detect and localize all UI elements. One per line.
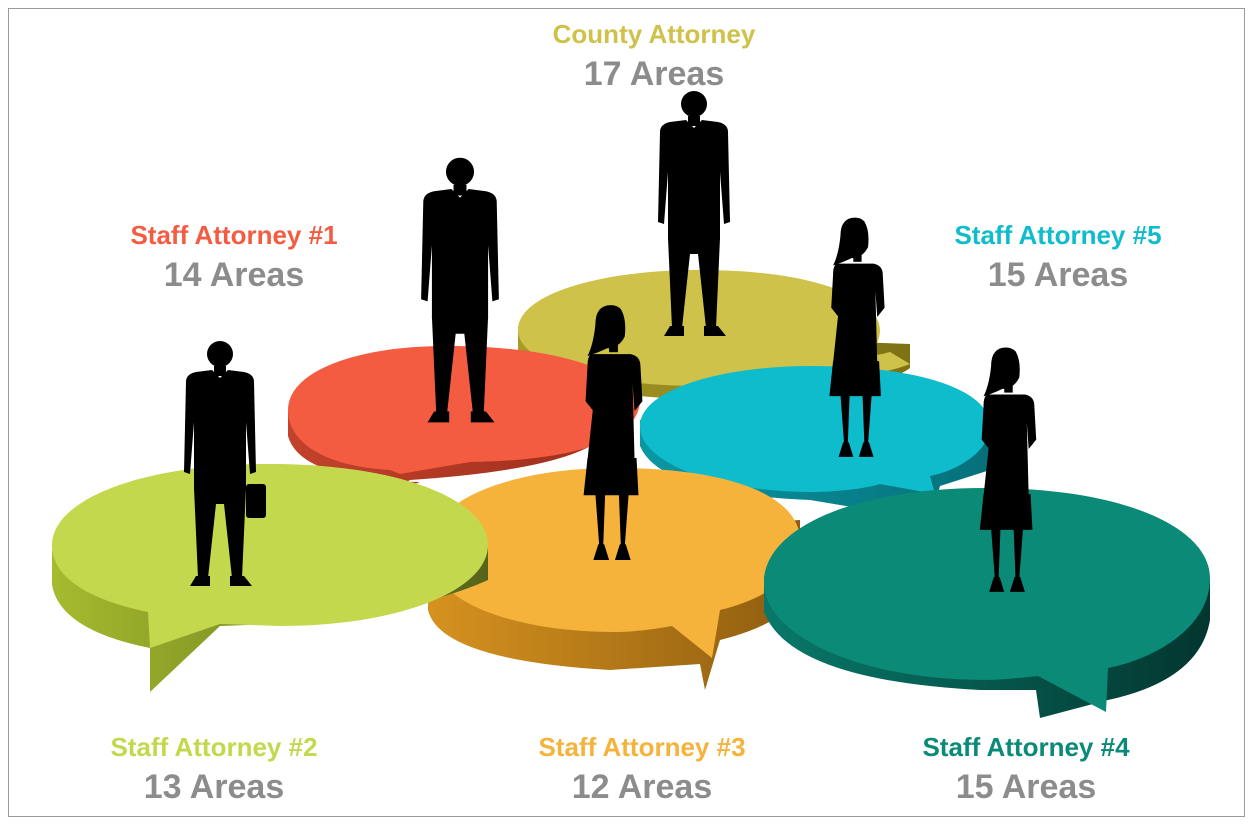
bubble-staff-attorney-4 xyxy=(764,488,1210,718)
role-title: County Attorney xyxy=(552,19,756,49)
role-title: Staff Attorney #3 xyxy=(538,732,746,762)
area-count: 15 Areas xyxy=(987,256,1129,294)
role-title: Staff Attorney #1 xyxy=(130,220,338,250)
area-count: 12 Areas xyxy=(571,768,713,806)
area-count: 15 Areas xyxy=(955,768,1097,806)
label-staff-attorney-3: Staff Attorney #3 12 Areas xyxy=(482,734,802,804)
area-count: 13 Areas xyxy=(143,768,285,806)
label-staff-attorney-2: Staff Attorney #2 13 Areas xyxy=(54,734,374,804)
role-title: Staff Attorney #5 xyxy=(954,220,1162,250)
diagram-frame xyxy=(8,8,1245,817)
label-staff-attorney-5: Staff Attorney #5 15 Areas xyxy=(898,222,1218,292)
area-count: 17 Areas xyxy=(583,55,725,93)
label-county-attorney: County Attorney 17 Areas xyxy=(494,21,814,91)
label-staff-attorney-4: Staff Attorney #4 15 Areas xyxy=(866,734,1186,804)
label-staff-attorney-1: Staff Attorney #1 14 Areas xyxy=(74,222,394,292)
bubble-staff-attorney-2 xyxy=(52,464,488,692)
bubble-staff-attorney-3 xyxy=(428,468,800,690)
area-count: 14 Areas xyxy=(163,256,305,294)
briefcase-icon xyxy=(246,484,266,518)
role-title: Staff Attorney #4 xyxy=(922,732,1130,762)
role-title: Staff Attorney #2 xyxy=(110,732,318,762)
